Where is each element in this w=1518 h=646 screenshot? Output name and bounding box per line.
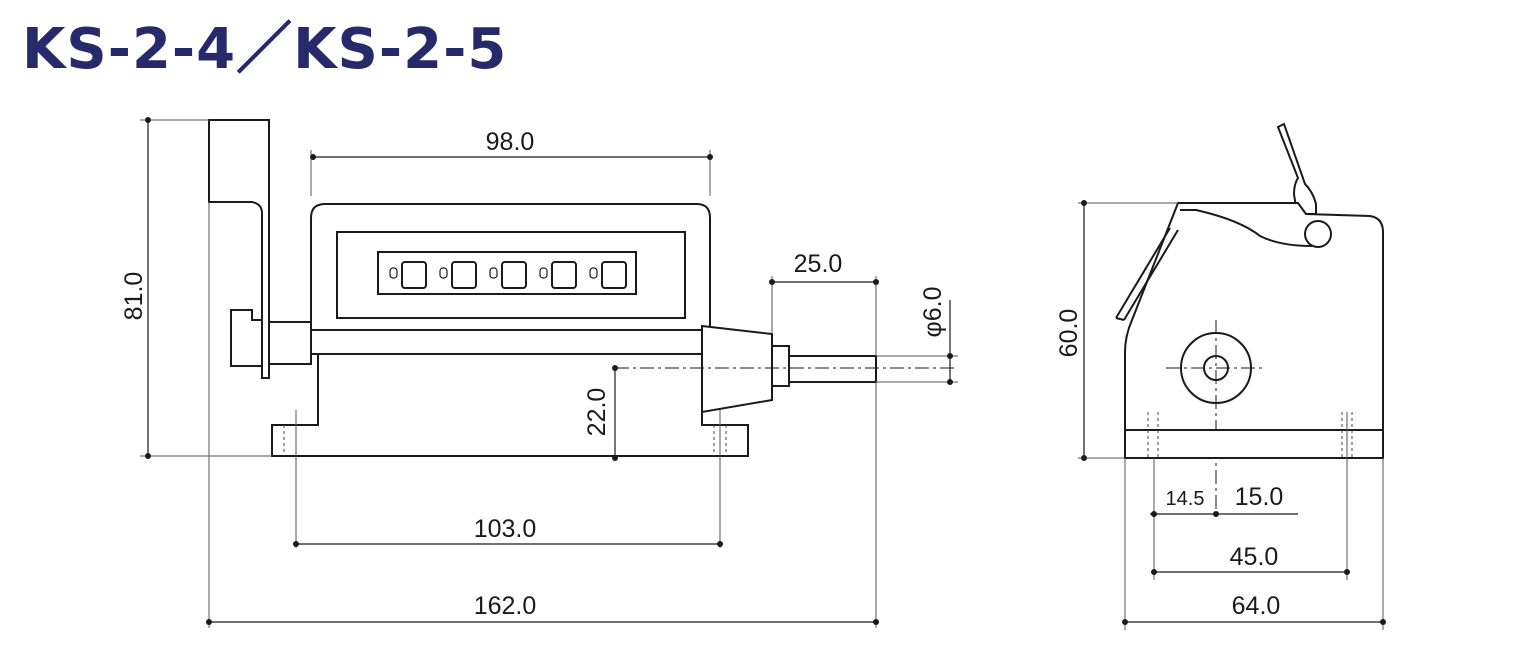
dim-98: 98.0	[486, 128, 535, 156]
front-dimensions: 98.0 81.0 25.0 φ6.0 22.0 103.0	[120, 117, 958, 628]
dim-64: 64.0	[1232, 592, 1281, 620]
side-cam	[1180, 209, 1313, 247]
dim-103: 103.0	[474, 515, 537, 543]
dim-15: 15.0	[1235, 483, 1284, 511]
dim-60: 60.0	[1055, 309, 1083, 358]
page-title: KS-2-4／KS-2-5	[22, 17, 508, 82]
lever-knob	[230, 309, 263, 367]
output-shaft	[788, 355, 877, 383]
side-dimensions: 60.0 14.5 15.0 45.0 64.0	[1055, 200, 1386, 630]
side-pivot	[1304, 220, 1332, 248]
dim-14-5: 14.5	[1166, 488, 1205, 510]
left-shaft	[268, 321, 312, 365]
reset-lever	[208, 119, 270, 379]
shaft-collar	[771, 345, 790, 387]
digit-frame	[377, 251, 637, 295]
dim-81: 81.0	[120, 272, 148, 321]
dim-25: 25.0	[794, 250, 843, 278]
shaft-boss	[701, 324, 773, 414]
dim-162: 162.0	[474, 592, 537, 620]
dim-22: 22.0	[583, 388, 611, 437]
side-base	[1124, 429, 1384, 459]
display-window	[336, 231, 686, 319]
side-view	[1115, 122, 1384, 520]
dim-phi6: φ6.0	[919, 287, 947, 338]
side-lever	[1276, 122, 1317, 215]
side-body	[1124, 202, 1384, 430]
base-plate	[271, 353, 749, 457]
counter-digits	[389, 261, 627, 289]
dim-45: 45.0	[1230, 543, 1279, 571]
counter-housing	[310, 203, 711, 355]
front-view	[208, 119, 954, 457]
